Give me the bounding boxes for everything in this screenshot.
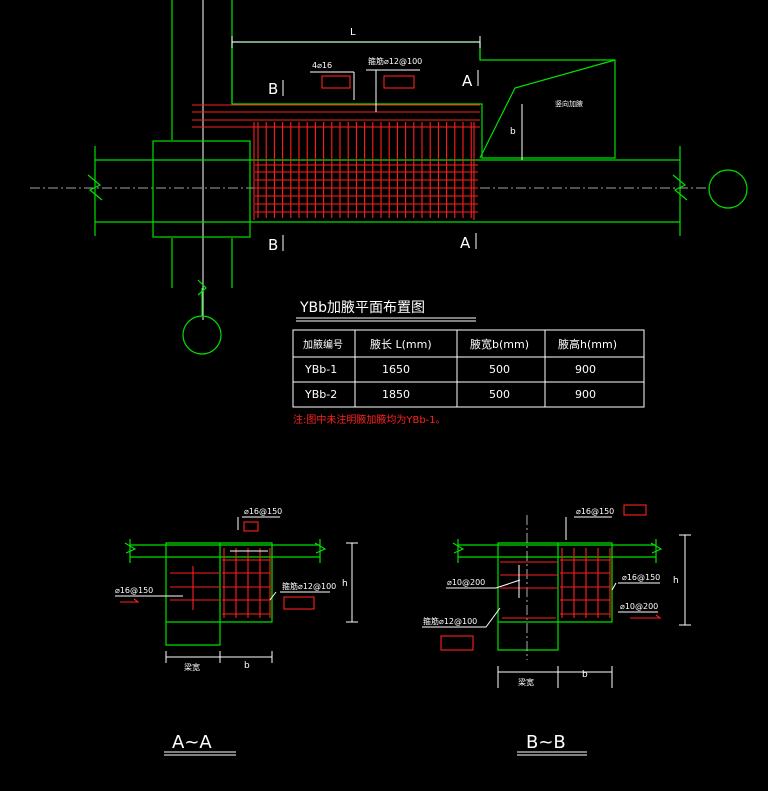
svg-text:B: B xyxy=(268,80,278,98)
dim-length-label: L xyxy=(350,27,356,38)
grid-bubble-bottom xyxy=(182,315,222,355)
svg-text:B: B xyxy=(268,236,278,254)
main-beam xyxy=(30,146,710,236)
table-cell-1-3: 900 xyxy=(575,388,596,401)
bb-rebar-left-label: ⌀10@200 xyxy=(447,578,485,587)
plan-rebar-grid xyxy=(192,104,480,220)
table-cell-1-1: 1850 xyxy=(382,388,410,401)
section-mark-b-top: B xyxy=(268,80,284,98)
aa-stirrup-label: 箍筋⌀12@100 xyxy=(282,581,336,591)
table-block: YBb加腋平面布置图 加腋编号 腋长 L(mm) 腋宽b(mm) 腋高h(mm)… xyxy=(292,300,645,426)
break-mark-right xyxy=(672,174,688,201)
bb-stirrup-label: 箍筋⌀12@100 xyxy=(423,616,477,626)
svg-text:A: A xyxy=(462,72,473,90)
section-aa-rebar xyxy=(170,548,271,618)
params-table xyxy=(292,329,645,408)
table-header-1: 腋长 L(mm) xyxy=(370,337,432,351)
bb-dim-h: h xyxy=(673,576,679,586)
section-bb-rebar xyxy=(500,548,611,619)
table-cell-0-3: 900 xyxy=(575,363,596,376)
grid-bubble-right xyxy=(708,169,748,209)
bb-dim-left: 梁宽 xyxy=(518,677,534,687)
bb-rebar-right2-label: ⌀10@200 xyxy=(620,602,658,611)
table-header-3: 腋高h(mm) xyxy=(558,337,617,351)
table-cell-0-1: 1650 xyxy=(382,363,410,376)
section-aa: ⌀16@150 ⌀16@150 箍筋⌀12@100 h 梁宽 b A~A xyxy=(115,507,358,756)
bb-title: B~B xyxy=(526,732,566,753)
aa-title: A~A xyxy=(172,732,212,753)
table-header-2: 腋宽b(mm) xyxy=(470,337,529,351)
dim-width-label: b xyxy=(510,127,516,137)
bb-dim-b: b xyxy=(582,670,588,680)
section-mark-a-top: A xyxy=(462,70,479,90)
bb-rebar-top-label: ⌀16@150 xyxy=(576,507,614,516)
bb-rebar-right-label: ⌀16@150 xyxy=(622,573,660,582)
table-cell-1-2: 500 xyxy=(489,388,510,401)
haunch-label: 竖向加腋 xyxy=(555,99,583,108)
table-cell-1-0: YBb-2 xyxy=(304,388,337,401)
aa-rebar-top-label: ⌀16@150 xyxy=(244,507,282,516)
section-bb-outline xyxy=(497,542,613,651)
table-note: 注:图中未注明腋加腋均为YBb-1。 xyxy=(293,413,446,426)
section-bb: ⌀16@150 ⌀10@200 箍筋⌀12@100 ⌀16@150 ⌀10@20… xyxy=(422,504,691,756)
rebar-stirrup-symbol xyxy=(383,75,415,89)
aa-dim-h: h xyxy=(342,579,348,589)
svg-text:A: A xyxy=(460,234,471,252)
table-header-0: 加腋编号 xyxy=(303,338,343,351)
section-aa-outline xyxy=(165,542,273,646)
break-mark-left xyxy=(87,174,103,201)
plan-column xyxy=(152,140,251,238)
rebar-top-label: 4⌀16 xyxy=(312,61,332,70)
plan-view: L b 竖向加腋 B A B A 4⌀16 箍筋⌀12@100 xyxy=(30,0,748,355)
rebar-top-symbol xyxy=(321,75,351,89)
aa-dim-b: b xyxy=(244,661,250,671)
rebar-stirrup-label: 箍筋⌀12@100 xyxy=(368,56,422,66)
aa-dim-left: 梁宽 xyxy=(184,662,200,672)
table-cell-0-2: 500 xyxy=(489,363,510,376)
haunch-slope xyxy=(479,59,616,159)
aa-rebar-side-label: ⌀16@150 xyxy=(115,586,153,595)
section-mark-a-bottom: A xyxy=(460,233,477,252)
section-mark-b-bottom: B xyxy=(268,235,284,254)
plan-title: YBb加腋平面布置图 xyxy=(299,300,425,316)
table-cell-0-0: YBb-1 xyxy=(304,363,337,376)
